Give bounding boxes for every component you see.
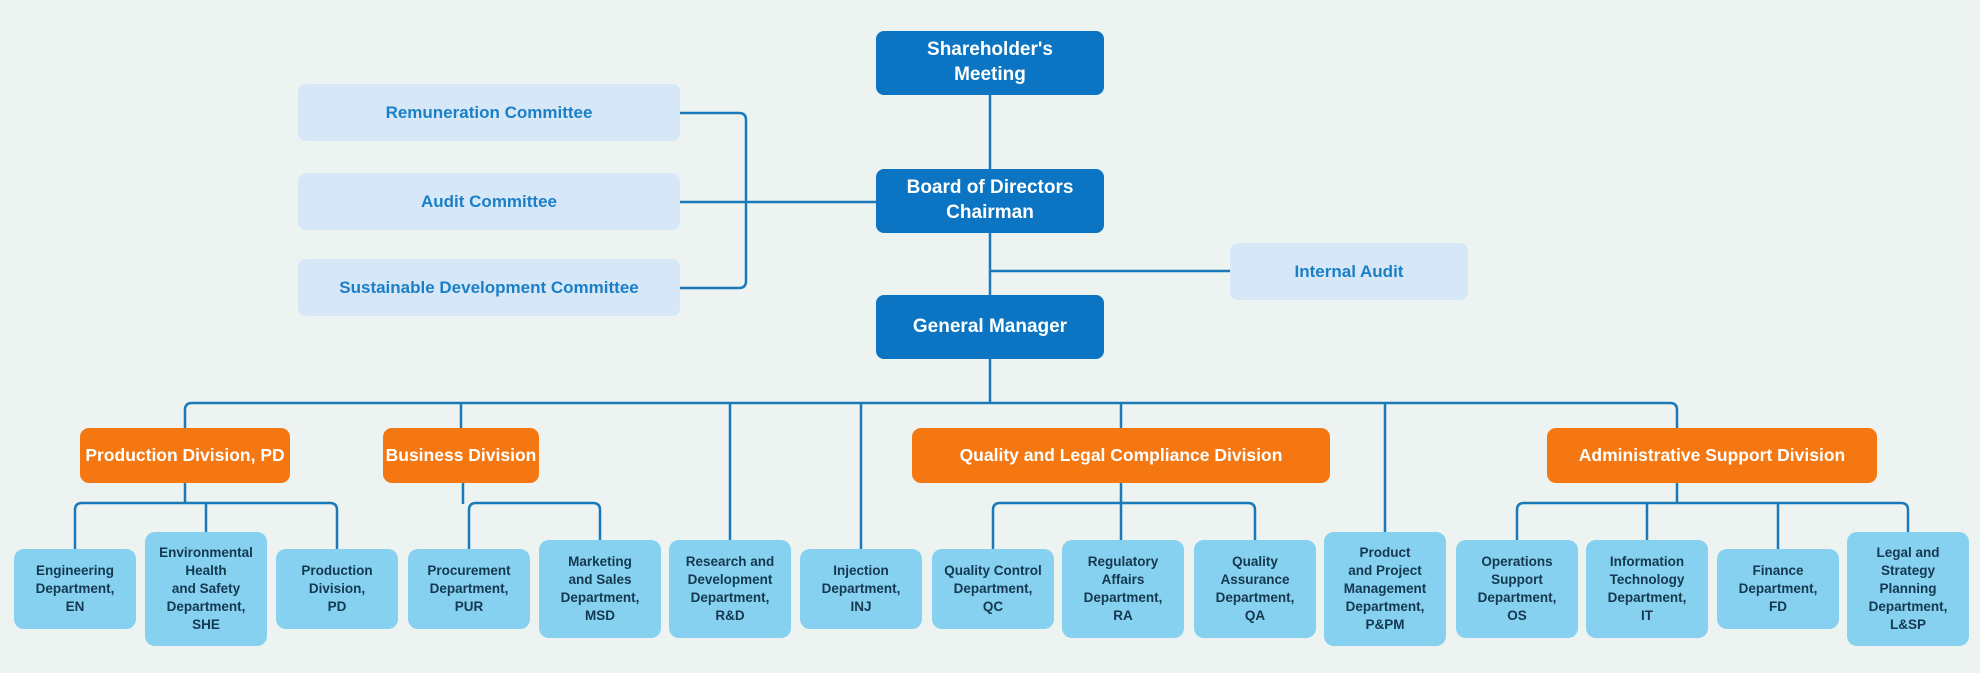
node-production-division: Production Division, PD xyxy=(80,428,290,483)
connector-quality-bus xyxy=(991,501,1257,560)
node-dept-it: Information Technology Department, IT xyxy=(1586,540,1708,638)
node-dept-ra: Regulatory Affairs Department, RA xyxy=(1062,540,1184,638)
node-dept-qa: Quality Assurance Department, QA xyxy=(1194,540,1316,638)
connector-main-bus xyxy=(183,401,1679,440)
node-general-manager: General Manager xyxy=(876,295,1104,359)
connector-remuneration-committee xyxy=(676,111,748,202)
node-dept-she: Environmental Health and Safety Departme… xyxy=(145,532,267,646)
node-dept-pd: Production Division, PD xyxy=(276,549,398,629)
connector-business-bus xyxy=(467,501,602,560)
node-dept-lsp: Legal and Strategy Planning Department, … xyxy=(1847,532,1969,646)
node-dept-pur: Procurement Department, PUR xyxy=(408,549,530,629)
node-sustainable-committee: Sustainable Development Committee xyxy=(298,259,680,316)
node-internal-audit: Internal Audit xyxy=(1230,243,1468,300)
node-quality-division: Quality and Legal Compliance Division xyxy=(912,428,1330,483)
node-shareholders-meeting: Shareholder's Meeting xyxy=(876,31,1104,95)
node-dept-inj: Injection Department, INJ xyxy=(800,549,922,629)
node-board-chairman: Board of Directors Chairman xyxy=(876,169,1104,233)
node-business-division: Business Division xyxy=(383,428,539,483)
node-dept-rd: Research and Development Department, R&D xyxy=(669,540,791,638)
node-dept-msd: Marketing and Sales Department, MSD xyxy=(539,540,661,638)
connector-sustainable-committee xyxy=(676,202,748,290)
node-dept-os: Operations Support Department, OS xyxy=(1456,540,1578,638)
node-remuneration-committee: Remuneration Committee xyxy=(298,84,680,141)
node-dept-qc: Quality Control Department, QC xyxy=(932,549,1054,629)
node-audit-committee: Audit Committee xyxy=(298,173,680,230)
node-admin-division: Administrative Support Division xyxy=(1547,428,1877,483)
node-dept-fd: Finance Department, FD xyxy=(1717,549,1839,629)
node-dept-en: Engineering Department, EN xyxy=(14,549,136,629)
node-dept-ppm: Product and Project Management Departmen… xyxy=(1324,532,1446,646)
connector-admin-bus xyxy=(1515,501,1910,560)
